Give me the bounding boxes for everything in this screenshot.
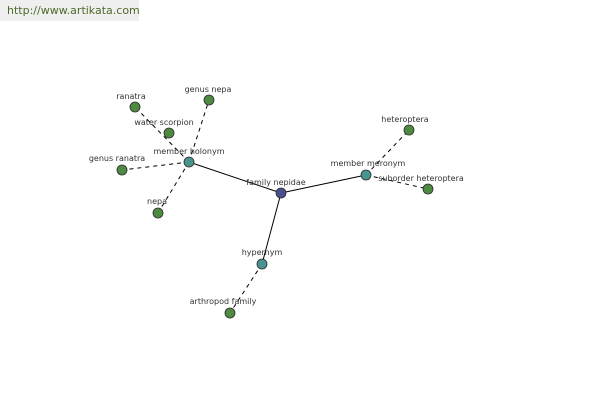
edge-family-nepidae-to-member-meronym — [280, 174, 367, 194]
edge-member-holonym-to-genus-ranatra — [121, 161, 190, 171]
node-member-holonym[interactable] — [183, 156, 195, 168]
url-banner: http://www.artikata.com — [0, 0, 140, 21]
graph-edges — [121, 99, 429, 314]
edge-hypernym-to-arthropod-family — [229, 263, 263, 314]
label-family-nepidae[interactable]: family nepidae — [246, 178, 306, 187]
node-hypernym[interactable] — [256, 258, 268, 270]
graph-labels: family nepidae member holonym member meron… — [89, 85, 464, 306]
label-nepa[interactable]: nepa — [147, 197, 167, 206]
label-arthropod-family[interactable]: arthropod family — [190, 297, 257, 306]
edge-member-holonym-to-genus-nepa — [188, 99, 210, 163]
node-arthropod-family[interactable] — [224, 307, 236, 319]
label-water-scorpion[interactable]: water scorpion — [134, 118, 193, 127]
label-member-meronym[interactable]: member meronym — [331, 159, 406, 168]
node-family-nepidae[interactable] — [275, 187, 287, 199]
edge-member-holonym-to-nepa — [157, 161, 190, 214]
label-ranatra[interactable]: ranatra — [116, 92, 146, 101]
edge-member-holonym-to-ranatra — [134, 106, 190, 163]
site-url[interactable]: http://www.artikata.com — [7, 4, 140, 17]
node-member-meronym[interactable] — [360, 169, 372, 181]
node-nepa[interactable] — [152, 207, 164, 219]
node-heteroptera[interactable] — [403, 124, 415, 136]
graph-nodes — [116, 94, 434, 319]
label-member-holonym[interactable]: member holonym — [153, 147, 224, 156]
node-genus-ranatra[interactable] — [116, 164, 128, 176]
label-genus-ranatra[interactable]: genus ranatra — [89, 154, 145, 163]
edge-family-nepidae-to-member-holonym — [188, 161, 282, 194]
label-genus-nepa[interactable]: genus nepa — [185, 85, 232, 94]
node-ranatra[interactable] — [129, 101, 141, 113]
node-water-scorpion[interactable] — [163, 127, 175, 139]
edge-member-meronym-to-heteroptera — [365, 129, 410, 176]
node-genus-nepa[interactable] — [203, 94, 215, 106]
label-suborder-heteroptera[interactable]: suborder heteroptera — [378, 174, 464, 183]
label-hypernym[interactable]: hypernym — [242, 248, 283, 257]
node-suborder-heteroptera[interactable] — [422, 183, 434, 195]
label-heteroptera[interactable]: heteroptera — [381, 115, 428, 124]
edge-member-meronym-to-suborder-heteroptera — [365, 174, 429, 190]
edge-family-nepidae-to-hypernym — [261, 192, 282, 265]
